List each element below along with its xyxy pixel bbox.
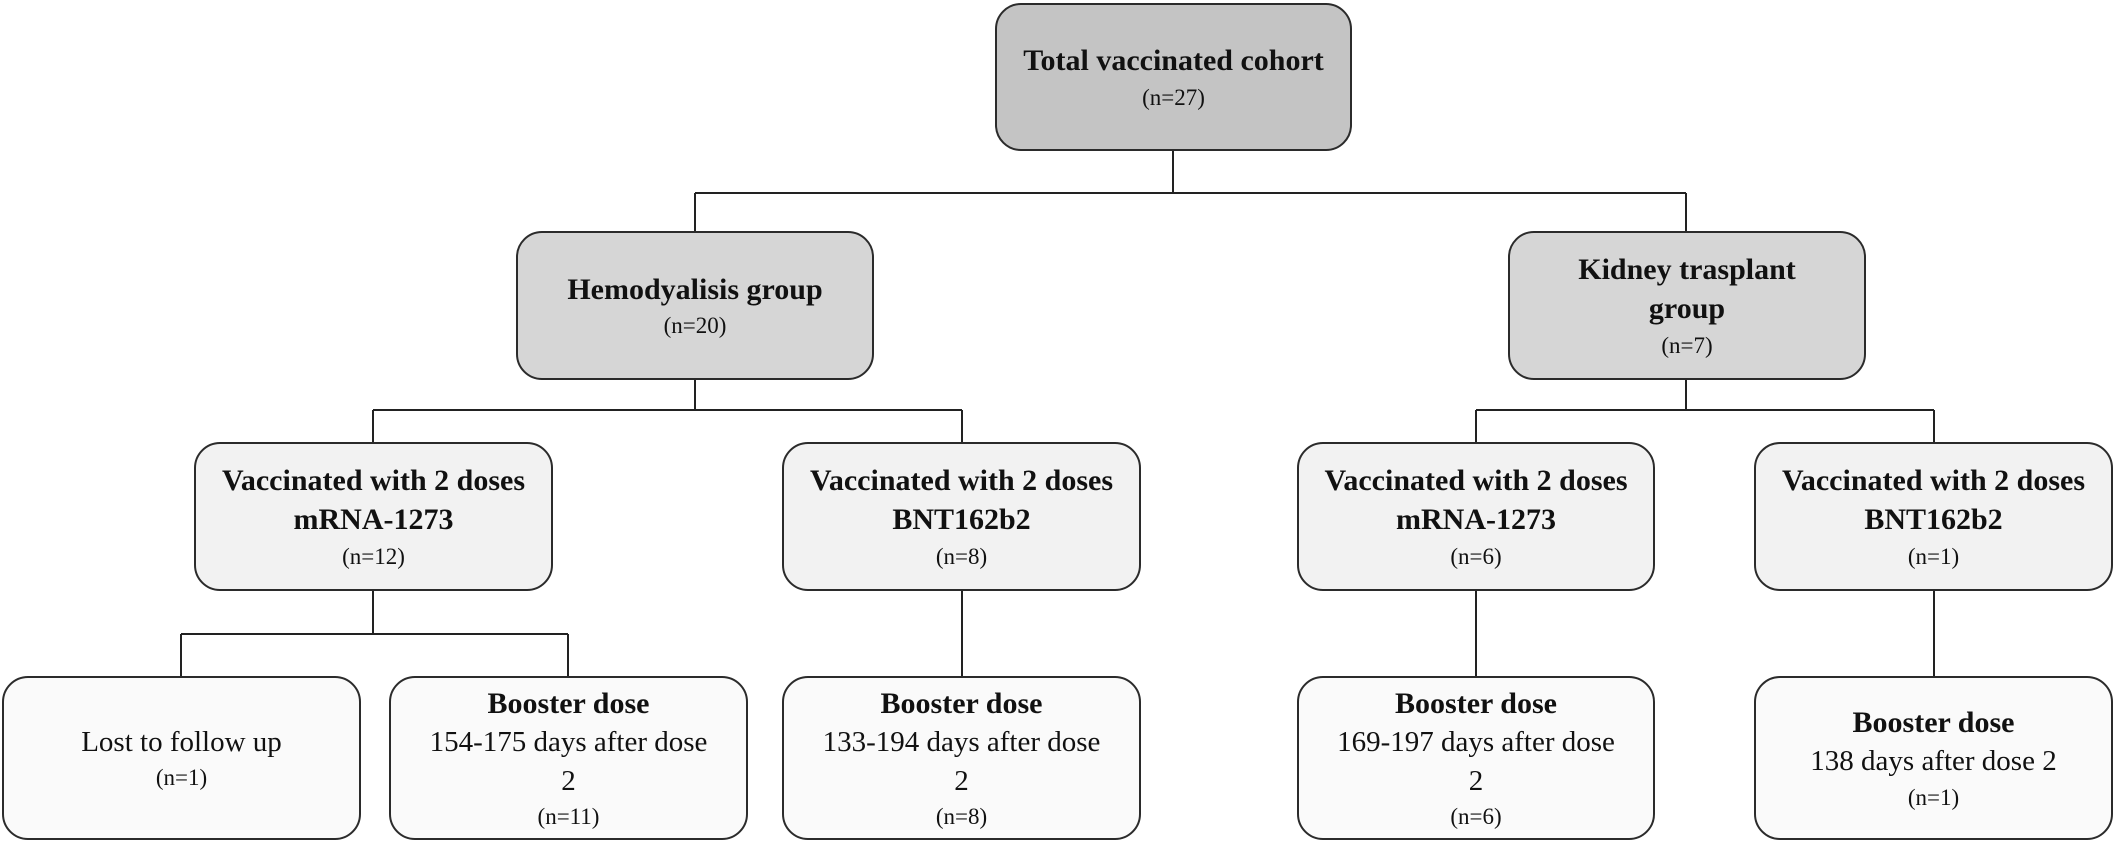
kidney-count: (n=7)	[1661, 332, 1713, 358]
root-node: Total vaccinated cohort (n=27)	[995, 3, 1352, 151]
hemo-booster-bnt-body: 133-194 days after dose 2	[822, 726, 1101, 797]
hemodialysis-count: (n=20)	[663, 313, 727, 339]
hemo-booster-mrna-title: Booster dose	[487, 686, 650, 720]
kidney-booster-bnt-body: 138 days after dose 2	[1810, 745, 2057, 778]
lost-to-follow-up-node: Lost to follow up (n=1)	[2, 676, 361, 840]
root-count: (n=27)	[1142, 84, 1205, 110]
kidney-group-node: Kidney trasplant group (n=7)	[1508, 231, 1866, 380]
hemo-mrna-title: Vaccinated with 2 doses mRNA-1273	[221, 463, 526, 537]
kidney-mrna-node: Vaccinated with 2 doses mRNA-1273 (n=6)	[1297, 442, 1655, 591]
root-title: Total vaccinated cohort	[1023, 44, 1324, 78]
kidney-bnt-title: Vaccinated with 2 doses BNT162b2	[1781, 463, 2086, 537]
kidney-mrna-count: (n=6)	[1450, 543, 1502, 569]
hemodialysis-title: Hemodyalisis group	[567, 272, 823, 306]
kidney-booster-mrna-title: Booster dose	[1395, 686, 1557, 720]
kidney-booster-bnt-count: (n=1)	[1907, 784, 1960, 810]
lost-label: Lost to follow up	[81, 725, 282, 758]
kidney-bnt-count: (n=1)	[1907, 543, 1960, 569]
kidney-booster-bnt-node: Booster dose 138 days after dose 2 (n=1)	[1754, 676, 2113, 840]
lost-count: (n=1)	[155, 764, 208, 790]
hemo-mrna-node: Vaccinated with 2 doses mRNA-1273 (n=12)	[194, 442, 553, 591]
kidney-mrna-title: Vaccinated with 2 doses mRNA-1273	[1324, 463, 1628, 537]
hemo-bnt-count: (n=8)	[935, 543, 988, 569]
hemo-booster-bnt-title: Booster dose	[880, 686, 1043, 720]
hemo-booster-bnt-count: (n=8)	[935, 803, 988, 829]
kidney-booster-mrna-body: 169-197 days after dose 2	[1337, 726, 1615, 797]
hemo-booster-mrna-body: 154-175 days after dose 2	[429, 726, 708, 797]
kidney-booster-mrna-count: (n=6)	[1450, 803, 1502, 829]
hemo-booster-bnt-node: Booster dose 133-194 days after dose 2 (…	[782, 676, 1141, 840]
hemo-mrna-count: (n=12)	[342, 543, 405, 569]
hemo-booster-mrna-count: (n=11)	[537, 803, 600, 829]
kidney-title: Kidney trasplant group	[1578, 252, 1796, 326]
hemodialysis-group-node: Hemodyalisis group (n=20)	[516, 231, 874, 380]
kidney-booster-bnt-title: Booster dose	[1852, 705, 2015, 739]
hemo-booster-mrna-node: Booster dose 154-175 days after dose 2 (…	[389, 676, 748, 840]
kidney-booster-mrna-node: Booster dose 169-197 days after dose 2 (…	[1297, 676, 1655, 840]
hemo-bnt-node: Vaccinated with 2 doses BNT162b2 (n=8)	[782, 442, 1141, 591]
kidney-bnt-node: Vaccinated with 2 doses BNT162b2 (n=1)	[1754, 442, 2113, 591]
hemo-bnt-title: Vaccinated with 2 doses BNT162b2	[809, 463, 1114, 537]
